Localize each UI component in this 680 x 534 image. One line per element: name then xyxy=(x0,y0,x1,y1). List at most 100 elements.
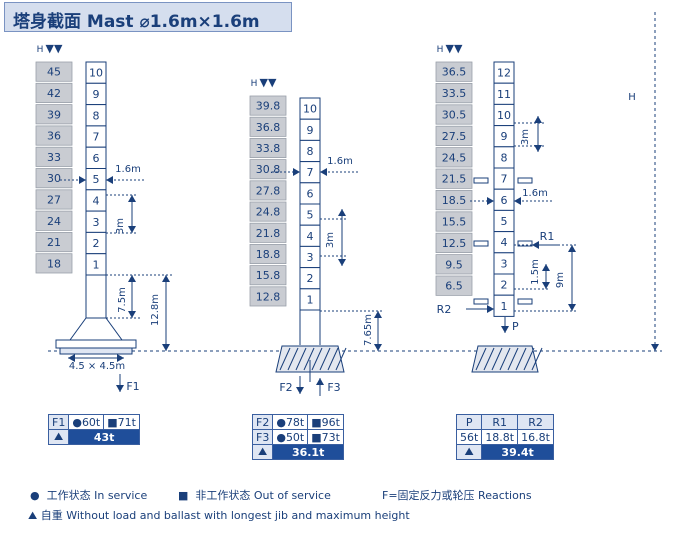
section-width-label: 1.6m xyxy=(327,156,353,167)
foundation-hatch xyxy=(499,347,511,371)
table1-in-service: ●60t xyxy=(68,414,105,430)
reaction-p-label: P xyxy=(512,320,519,333)
force-label-f1: F1 xyxy=(126,380,139,393)
height-cell xyxy=(249,137,287,158)
height-label: H xyxy=(628,92,636,103)
height-cell xyxy=(249,180,287,201)
section-number: 3 xyxy=(307,251,314,264)
dim-arrow-icon xyxy=(128,195,136,202)
height-cell xyxy=(35,82,73,104)
foundation-hatch xyxy=(335,347,347,371)
table2-row1-label: F2 xyxy=(251,414,274,430)
section-number: 3 xyxy=(501,257,508,270)
section-number: 10 xyxy=(497,109,511,122)
dim-1-5-label: 1.5m xyxy=(530,259,541,285)
section-width-label: 1.6m xyxy=(522,188,548,199)
dim-arrow-icon xyxy=(338,209,346,216)
section-number: 1 xyxy=(501,300,508,313)
height-value: 33.5 xyxy=(442,87,467,100)
foundation-hatch xyxy=(279,347,291,371)
height-cell xyxy=(35,61,73,82)
section-number: 3 xyxy=(93,216,100,229)
section-width-label: 1.6m xyxy=(115,164,141,175)
climbing-collar-left xyxy=(473,177,489,184)
height-value: 24 xyxy=(47,215,61,228)
section-number: 5 xyxy=(501,215,508,228)
section-number: 7 xyxy=(307,166,314,179)
force-arrow-icon xyxy=(296,387,304,394)
height-arrow-icon xyxy=(651,344,659,351)
height-cell xyxy=(35,104,73,125)
self-weight-icon: ⛰ xyxy=(251,444,274,460)
foundation-hatch xyxy=(531,347,543,371)
climbing-collar-left xyxy=(473,240,489,247)
section-number: 9 xyxy=(307,124,314,137)
table1-force-label: F1 xyxy=(47,414,70,430)
legend-self-weight-text: 自重 Without load and ballast with longest… xyxy=(40,509,410,522)
table3-total: 39.4t xyxy=(481,444,554,460)
dim-arrow-icon xyxy=(128,275,136,282)
foundation-hatch xyxy=(303,347,315,371)
legend-self-weight: ⛰ 自重 Without load and ballast with longe… xyxy=(28,507,410,523)
height-value: 27 xyxy=(47,193,61,206)
table1-total: 43t xyxy=(68,429,140,445)
reaction-table-1: F1 ●60t ■71t ⛰ 43t xyxy=(47,414,140,445)
height-value: 21.5 xyxy=(442,173,467,186)
height-value: 21.8 xyxy=(256,227,281,240)
reaction-r1-label: R1 xyxy=(540,230,555,243)
height-cell xyxy=(435,275,473,296)
table2-row1-out: ■96t xyxy=(307,414,344,430)
foundation-hatch xyxy=(319,347,331,371)
section-number: 12 xyxy=(497,67,511,80)
height-value: 15.8 xyxy=(256,269,281,282)
legend-out-service: ■ 非工作状态 Out of service xyxy=(178,487,331,503)
foundation-hatch xyxy=(515,347,527,371)
dim-arrow-icon xyxy=(162,344,170,351)
base-chassis xyxy=(55,339,137,349)
foundation-block xyxy=(275,345,345,373)
table3-header-r1: R1 xyxy=(481,414,519,430)
section-number: 7 xyxy=(501,173,508,186)
section-number: 7 xyxy=(93,131,100,144)
table2-total: 36.1t xyxy=(272,444,344,460)
section-number: 9 xyxy=(93,88,100,101)
reaction-arrow-icon xyxy=(487,305,494,313)
in-service-dot-icon: ● xyxy=(30,489,40,502)
height-value: 6.5 xyxy=(445,280,463,293)
base-size-label: 4.5 × 4.5m xyxy=(69,361,125,372)
dim-arrow-icon xyxy=(117,354,124,362)
height-value: 24.5 xyxy=(442,151,467,164)
section-number: 1 xyxy=(93,258,100,271)
height-value: 36.8 xyxy=(256,121,281,134)
climbing-collar-left xyxy=(473,298,489,305)
climbing-collar-right xyxy=(517,240,533,247)
dim-arrow-icon xyxy=(338,259,346,266)
height-cell xyxy=(435,104,473,125)
force-arrow-icon xyxy=(116,385,124,392)
height-cell xyxy=(249,201,287,222)
section-number: 1 xyxy=(307,293,314,306)
foundation-hatch xyxy=(287,347,299,371)
table3-value-p: 56t xyxy=(455,429,483,445)
table3-header-r2: R2 xyxy=(517,414,554,430)
dim-arrow-icon xyxy=(128,226,136,233)
section-number: 2 xyxy=(307,272,314,285)
self-weight-icon: ⛰ xyxy=(28,509,38,522)
legend-in-service: ● 工作状态 In service xyxy=(30,487,147,503)
table2-row1-in-value: 78t xyxy=(285,415,305,429)
mast-section xyxy=(85,253,107,276)
self-weight-icon: ⛰ xyxy=(47,429,70,445)
dim-arrow-icon xyxy=(534,116,542,123)
width-arrow-icon xyxy=(106,176,113,184)
base-dim-7-5-label: 7.5m xyxy=(117,287,128,313)
dim-arrow-icon xyxy=(374,311,382,318)
legend-in-service-text: 工作状态 In service xyxy=(46,489,148,502)
section-number: 4 xyxy=(307,230,314,243)
section-height-label: 3m xyxy=(115,218,126,234)
height-cell xyxy=(249,286,287,307)
in-service-dot-icon: ● xyxy=(276,430,286,444)
climbing-collar-right xyxy=(517,177,533,184)
height-value: 33 xyxy=(47,151,61,164)
height-cell xyxy=(35,189,73,210)
